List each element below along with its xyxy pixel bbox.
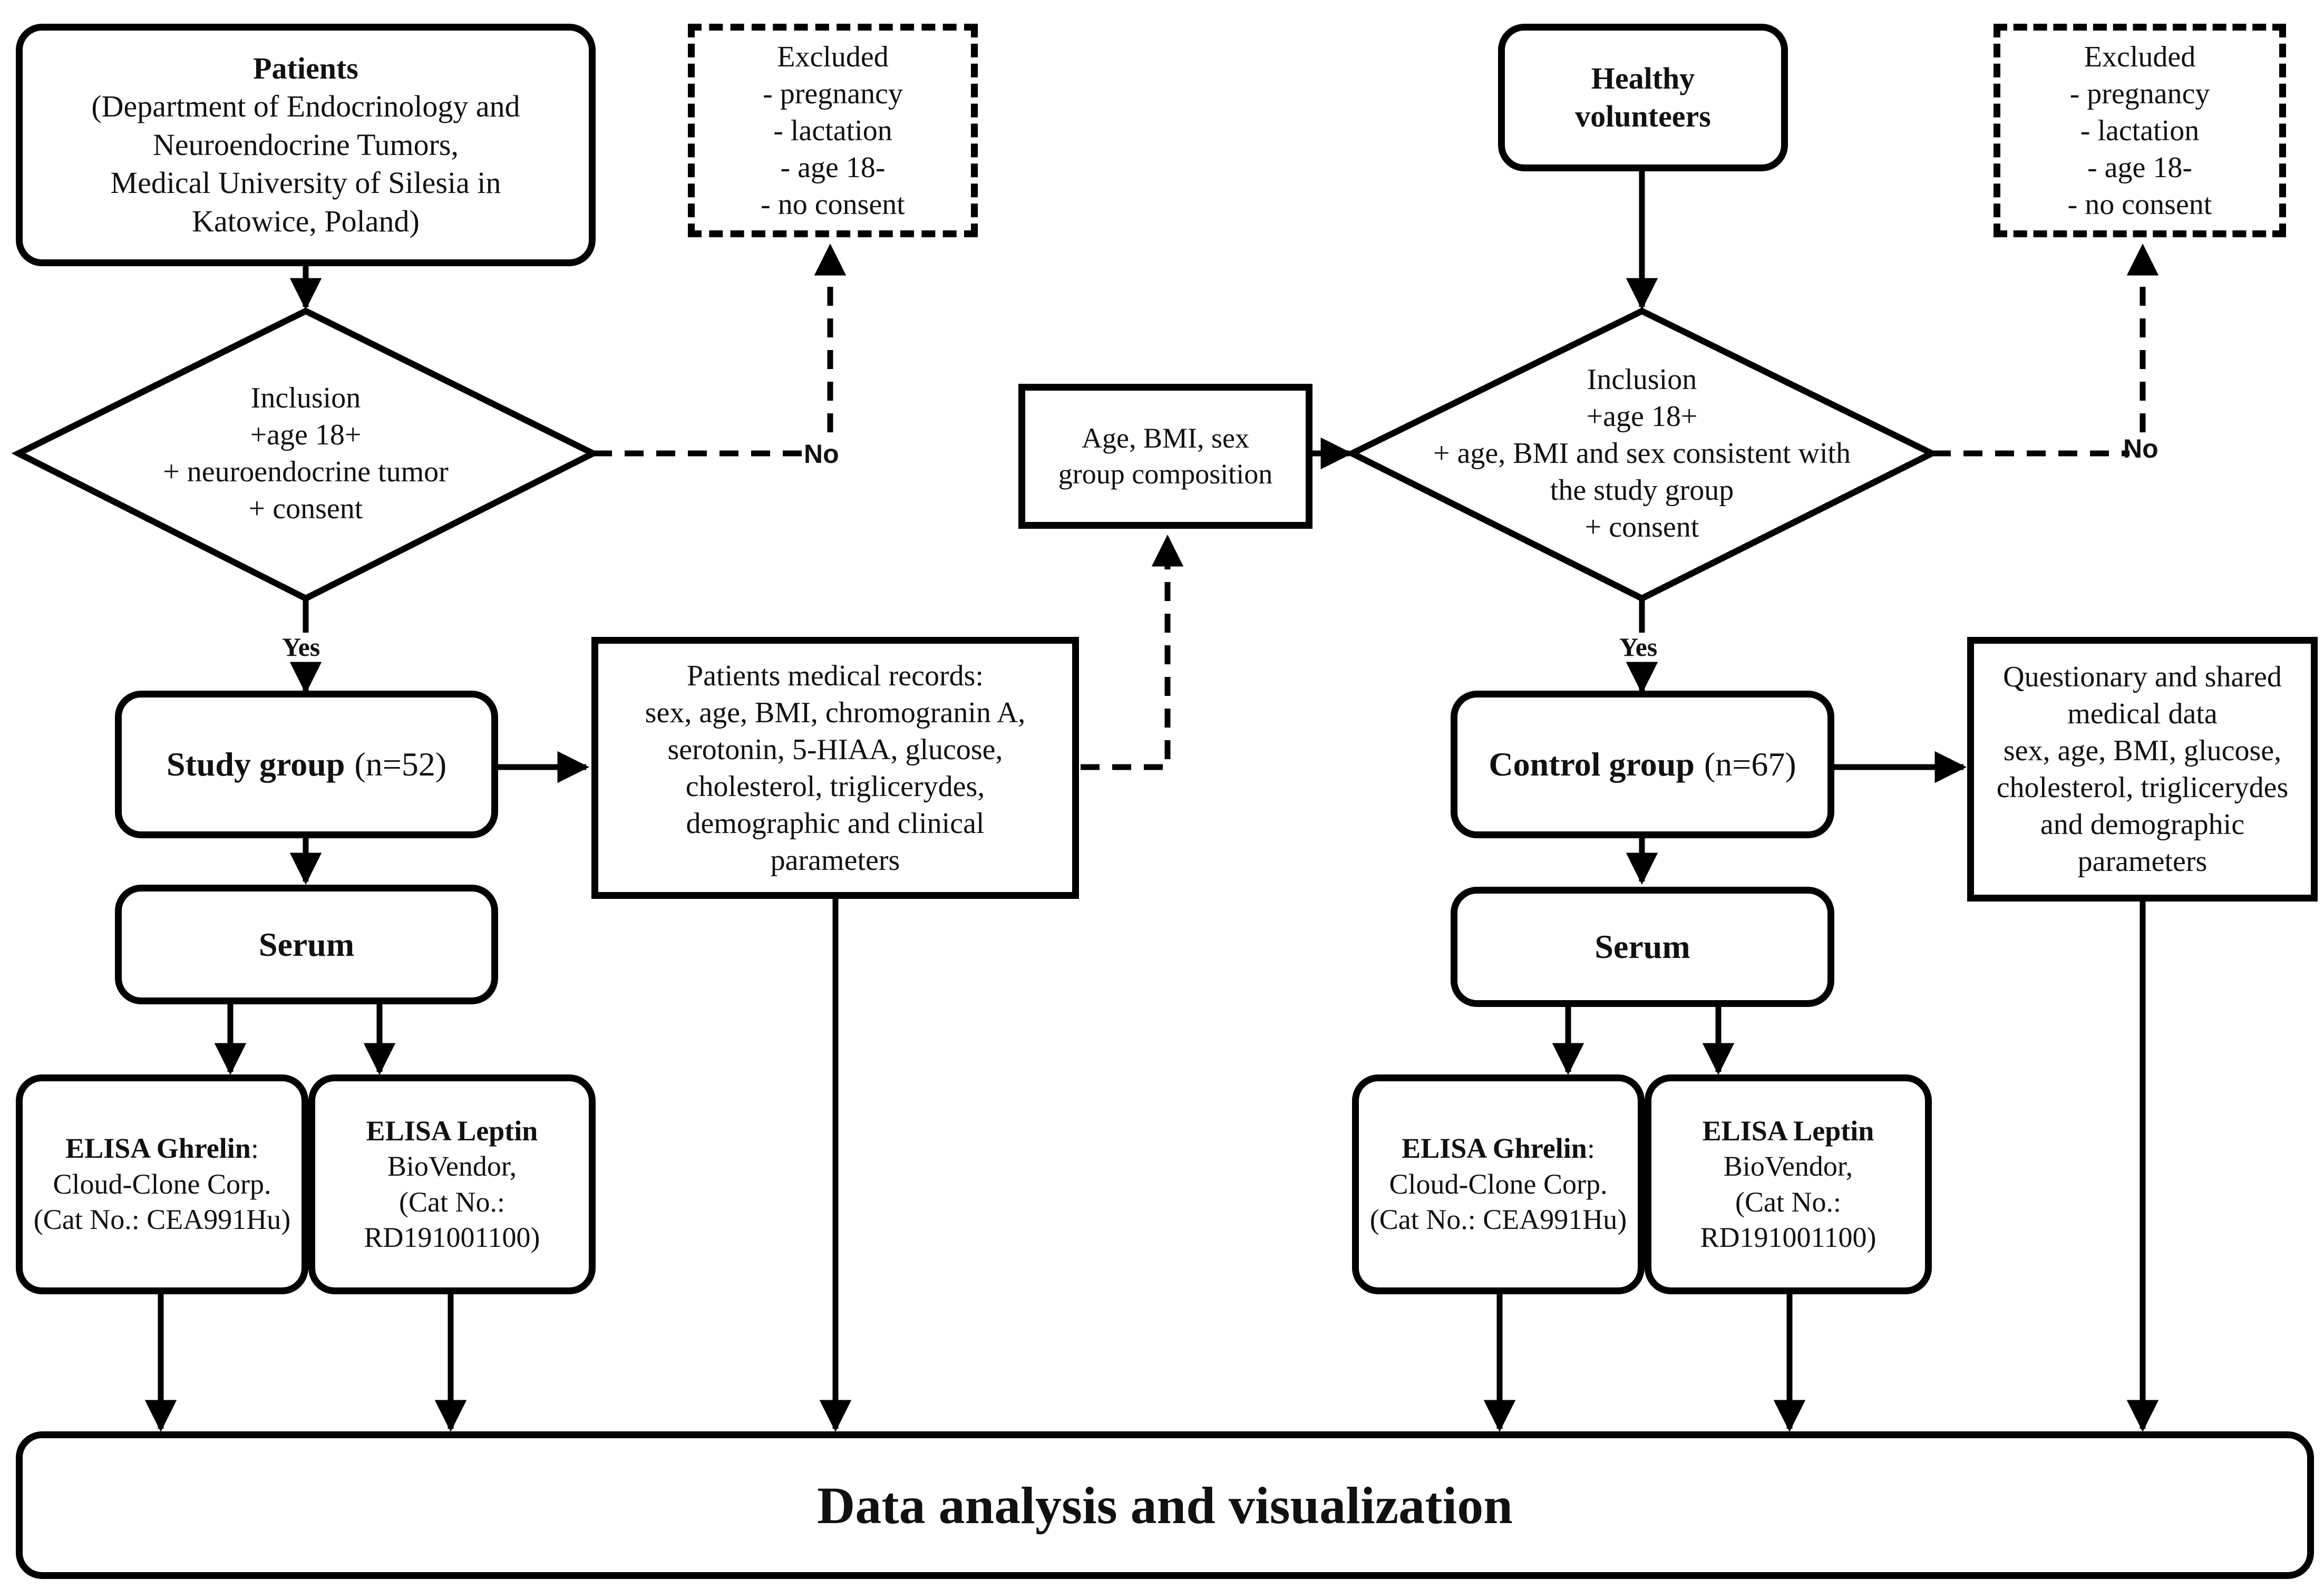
excluded-line: Excluded <box>777 40 889 73</box>
excluded-line: - age 18- <box>2087 151 2192 184</box>
questionary-line: cholesterol, triglicerydes <box>1996 771 2289 804</box>
control-group-box: Control group (n=67) <box>1451 691 1834 838</box>
questionary-line: Questionary and shared <box>2003 661 2282 693</box>
no-label-right: No <box>2123 434 2158 463</box>
patients-title: Patients <box>253 51 358 85</box>
elisa-ghrelin-line: (Cat No.: CEA991Hu) <box>1369 1204 1627 1236</box>
excluded-line: - age 18- <box>780 151 886 184</box>
patients-line: Neuroendocrine Tumors, <box>153 127 459 162</box>
inclusion-line: + consent <box>1584 511 1699 544</box>
excluded-line: Excluded <box>2084 40 2196 73</box>
inclusion-line: + age, BMI and sex consistent with <box>1433 437 1851 470</box>
elisa-leptin-left-box: ELISA Leptin BioVendor, (Cat No.: RD1910… <box>308 1074 596 1294</box>
inclusion-line: +age 18+ <box>1586 400 1698 433</box>
healthy-line: Healthy <box>1591 61 1695 95</box>
patients-line: (Department of Endocrinology and <box>91 89 520 124</box>
questionary-line: sex, age, BMI, glucose, <box>2003 734 2282 767</box>
age-bmi-line: Age, BMI, sex <box>1082 422 1249 454</box>
elisa-leptin-line: RD191001100) <box>364 1222 540 1253</box>
medical-records-box: Patients medical records: sex, age, BMI,… <box>591 637 1079 899</box>
control-group-name: Control group <box>1489 745 1695 783</box>
inclusion-line: + consent <box>248 492 363 525</box>
dashed-arrow-records-to-agebmi <box>1081 534 1184 770</box>
elisa-ghrelin-colon: : <box>250 1132 259 1165</box>
elisa-ghrelin-right-box: ELISA Ghrelin: Cloud-Clone Corp. (Cat No… <box>1352 1074 1645 1294</box>
excluded-line: - no consent <box>2067 188 2212 221</box>
records-line: parameters <box>770 844 900 877</box>
elisa-leptin-right-box: ELISA Leptin BioVendor, (Cat No.: RD1910… <box>1645 1074 1932 1294</box>
elisa-ghrelin-line: Cloud-Clone Corp. <box>53 1168 271 1200</box>
excluded-line: - pregnancy <box>2069 77 2210 110</box>
study-group-box: Study group (n=52) <box>115 691 498 838</box>
age-bmi-line: group composition <box>1058 458 1273 490</box>
no-label-left: No <box>804 439 839 469</box>
inclusion-left-text: Inclusion +age 18+ + neuroendocrine tumo… <box>95 364 517 543</box>
data-analysis-box: Data analysis and visualization <box>16 1431 2314 1579</box>
elisa-ghrelin-line: Cloud-Clone Corp. <box>1389 1168 1608 1200</box>
elisa-ghrelin-colon: : <box>1587 1132 1595 1165</box>
study-group-name: Study group <box>166 745 345 783</box>
elisa-leptin-line: RD191001100) <box>1700 1222 1876 1253</box>
inclusion-line: Inclusion <box>1587 363 1697 396</box>
elisa-ghrelin-left-box: ELISA Ghrelin: Cloud-Clone Corp. (Cat No… <box>16 1074 308 1294</box>
excluded-right-box: Excluded - pregnancy - lactation - age 1… <box>1994 24 2286 237</box>
patients-line: Katowice, Poland) <box>192 204 420 238</box>
excluded-line: - lactation <box>773 114 892 147</box>
elisa-leptin-title: ELISA Leptin <box>366 1115 538 1147</box>
serum-label: Serum <box>1594 928 1690 965</box>
records-line: Patients medical records: <box>687 659 984 692</box>
yes-label-right: Yes <box>1619 632 1658 662</box>
serum-left-box: Serum <box>115 885 498 1004</box>
records-line: cholesterol, triglicerydes, <box>685 770 985 803</box>
questionary-line: and demographic <box>2040 808 2245 841</box>
inclusion-right-text: Inclusion +age 18+ + age, BMI and sex co… <box>1392 348 1892 559</box>
questionary-line: medical data <box>2067 697 2218 730</box>
serum-label: Serum <box>258 925 355 963</box>
elisa-leptin-line: BioVendor, <box>387 1150 517 1182</box>
elisa-leptin-line: (Cat No.: <box>399 1186 505 1218</box>
records-line: serotonin, 5-HIAA, glucose, <box>667 733 1003 766</box>
patients-box: Patients (Department of Endocrinology an… <box>16 24 596 266</box>
data-analysis-label: Data analysis and visualization <box>817 1476 1513 1535</box>
questionary-line: parameters <box>2077 845 2208 878</box>
inclusion-line: + neuroendocrine tumor <box>163 456 449 488</box>
patients-line: Medical University of Silesia in <box>110 166 501 200</box>
study-group-count: (n=52) <box>354 745 447 783</box>
age-bmi-sex-box: Age, BMI, sex group composition <box>1018 384 1312 529</box>
elisa-ghrelin-title: ELISA Ghrelin <box>65 1132 251 1165</box>
inclusion-line: the study group <box>1550 474 1734 507</box>
inclusion-line: Inclusion <box>250 382 361 414</box>
records-line: demographic and clinical <box>686 807 985 840</box>
elisa-leptin-line: BioVendor, <box>1723 1150 1853 1182</box>
healthy-line: volunteers <box>1575 99 1711 133</box>
healthy-volunteers-box: Healthy volunteers <box>1498 24 1788 171</box>
excluded-left-box: Excluded - pregnancy - lactation - age 1… <box>688 24 978 237</box>
elisa-leptin-title: ELISA Leptin <box>1702 1115 1874 1147</box>
yes-label-left: Yes <box>282 632 320 662</box>
excluded-line: - lactation <box>2080 114 2200 147</box>
excluded-line: - pregnancy <box>763 77 903 110</box>
elisa-leptin-line: (Cat No.: <box>1735 1186 1841 1218</box>
excluded-line: - no consent <box>761 188 905 221</box>
records-line: sex, age, BMI, chromogranin A, <box>645 696 1026 729</box>
inclusion-line: +age 18+ <box>250 419 362 451</box>
elisa-ghrelin-line: (Cat No.: CEA991Hu) <box>33 1204 291 1236</box>
elisa-ghrelin-title: ELISA Ghrelin <box>1402 1132 1587 1165</box>
questionary-box: Questionary and shared medical data sex,… <box>1967 637 2318 902</box>
serum-right-box: Serum <box>1451 887 1834 1007</box>
control-group-count: (n=67) <box>1704 745 1796 783</box>
